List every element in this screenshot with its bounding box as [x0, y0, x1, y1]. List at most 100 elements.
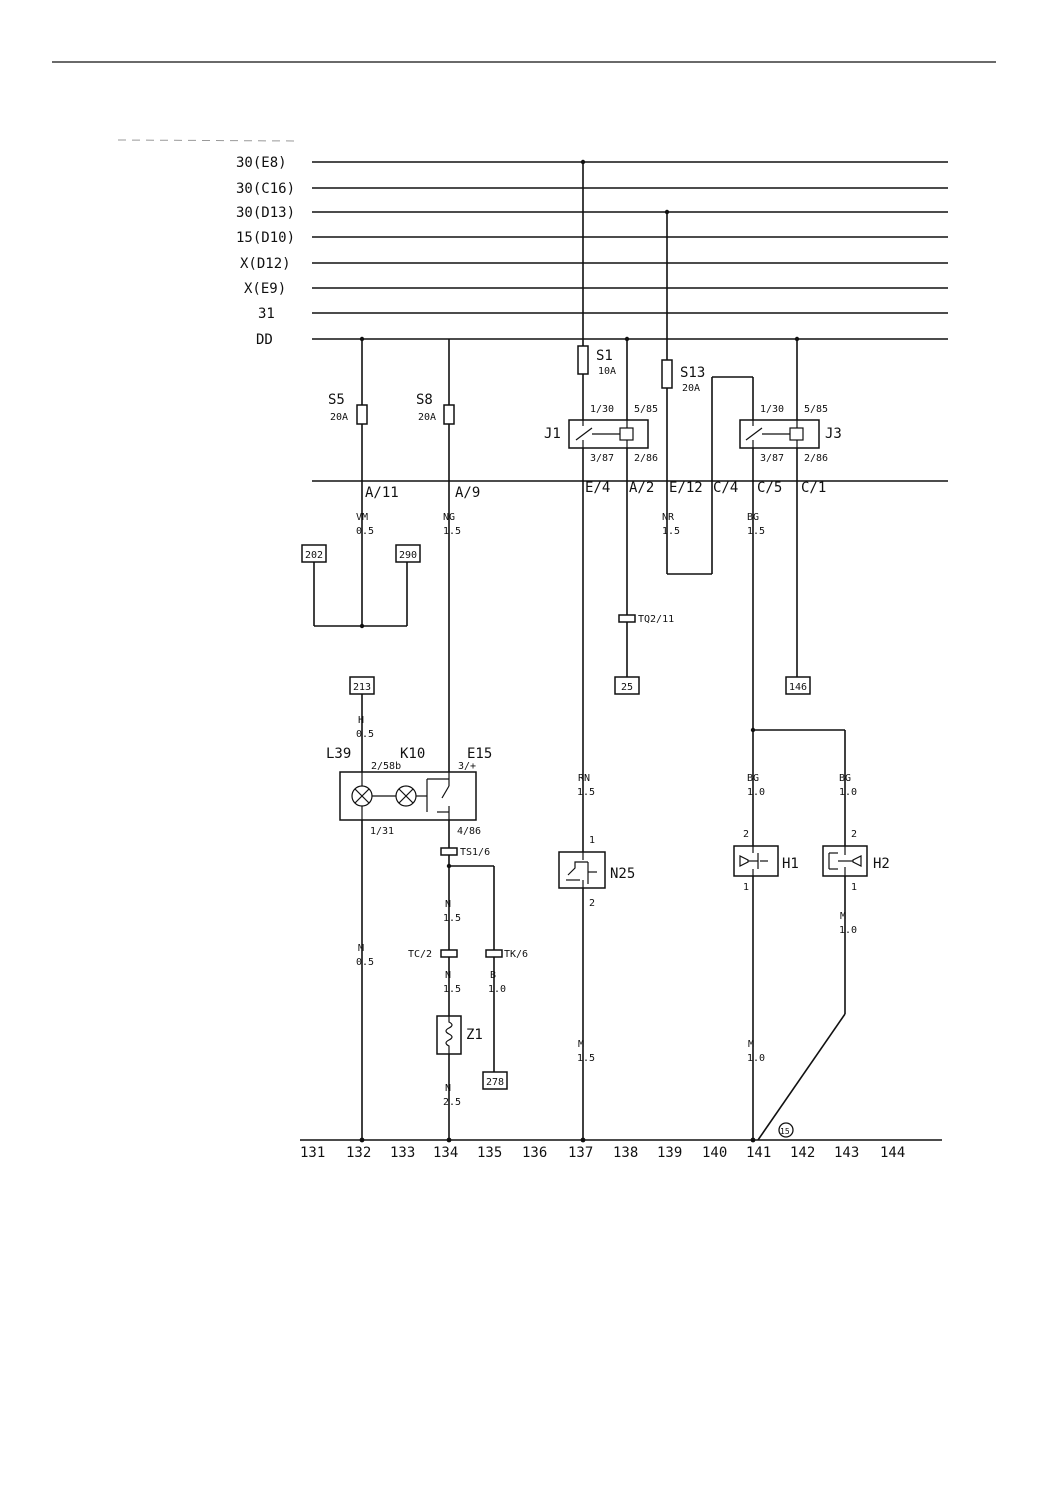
wire-h-color: H: [358, 715, 364, 726]
wire-bg-h2-size: 1.0: [839, 787, 857, 798]
pin-h1-1: 1: [743, 882, 749, 893]
fuse-s1-name: S1: [596, 348, 613, 364]
bus-label-x-d12: X(D12): [240, 256, 291, 272]
horn-icon: [739, 846, 768, 876]
wire-ng-color: NG: [443, 512, 455, 523]
ref-290: 290: [399, 550, 417, 561]
fuse-s8-symbol: [443, 404, 455, 425]
fuse-s8-rating: 20A: [418, 412, 436, 423]
wire-bg-15-color: BG: [747, 512, 759, 523]
wire-n-25-color: N: [445, 1083, 451, 1094]
fuse-s5-symbol: [356, 404, 368, 425]
fuse-branch-s5-s8: [359, 336, 450, 772]
relay-j3-name: J3: [825, 426, 842, 442]
component-k10-name: K10: [400, 746, 425, 762]
connector-a11: A/11: [365, 485, 399, 501]
column-number: 141: [746, 1145, 771, 1161]
wire-b-color: B: [490, 970, 496, 981]
relay-j3-pin-5-85: 5/85: [804, 404, 828, 415]
column-number: 137: [568, 1145, 593, 1161]
ref-box-25: [614, 676, 640, 695]
bus-label-30-d13: 30(D13): [236, 205, 295, 221]
connector-c5: C/5: [757, 480, 782, 496]
relay-j3-pin-1-30: 1/30: [760, 404, 784, 415]
fuse-s13-symbol: [661, 359, 673, 389]
bus-label-30-c16: 30(C16): [236, 181, 295, 197]
wire-nr-color: NR: [662, 512, 675, 523]
terminal-tk-6: TK/6: [504, 949, 528, 960]
pin-l39-1-31: 1/31: [370, 826, 394, 837]
pin-h2-1: 1: [851, 882, 857, 893]
ref-box-278: [482, 1071, 508, 1090]
wire-rn-color: RN: [578, 773, 590, 784]
column-number: 142: [790, 1145, 815, 1161]
connector-e12: E/12: [669, 480, 703, 496]
sensor-n25-box: [558, 851, 606, 889]
column-number: 132: [346, 1145, 371, 1161]
connector-a9: A/9: [455, 485, 480, 501]
relay-icon: [575, 420, 634, 448]
ground-point-icon: [778, 1122, 794, 1138]
fuse-s1-rating: 10A: [598, 366, 616, 377]
pin-h1-2: 2: [743, 829, 749, 840]
ref-box-290: [395, 544, 421, 563]
ref-box-146: [785, 676, 811, 695]
ground-point-number: 15: [780, 1127, 790, 1136]
relay-j1-name: J1: [544, 426, 561, 442]
wire-m-h1-size: 1.0: [747, 1053, 765, 1064]
fuse-branch-s13: [664, 209, 754, 575]
wire-m-15-color: M: [578, 1039, 584, 1050]
pin-l39-2-58b: 2/58b: [371, 761, 401, 772]
relay-j1-pin-2-86: 2/86: [634, 453, 658, 464]
column-number: 135: [477, 1145, 502, 1161]
connector-a2: A/2: [629, 480, 654, 496]
column-number: 134: [433, 1145, 458, 1161]
fuse-s5-rating: 20A: [330, 412, 348, 423]
wire-bg-h1-size: 1.0: [747, 787, 765, 798]
wire-n-15a-size: 1.5: [443, 913, 461, 924]
bus-lines: [312, 161, 948, 340]
horn-icon: [828, 846, 862, 876]
wire-vm-color: VM: [356, 512, 368, 523]
wire-rn-size: 1.5: [577, 787, 595, 798]
ref-box-202: [301, 544, 327, 563]
component-l39-name: L39: [326, 746, 351, 762]
wire-n-25-size: 2.5: [443, 1097, 461, 1108]
bus-label-30-e8: 30(E8): [236, 155, 287, 171]
pin-e15-4-86: 4/86: [457, 826, 481, 837]
fuse-s13-name: S13: [680, 365, 705, 381]
component-e15-name: E15: [467, 746, 492, 762]
relay-j1-pin-3-87: 3/87: [590, 453, 614, 464]
fuse-s1-symbol: [577, 345, 589, 375]
fuse-s8-name: S8: [416, 392, 433, 408]
bus-label-15-d10: 15(D10): [236, 230, 295, 246]
wire-m-h2-color: M: [840, 911, 846, 922]
column-number: 143: [834, 1145, 859, 1161]
heater-icon: [445, 1016, 453, 1054]
connector-c4: C/4: [713, 480, 738, 496]
wire-n-15a-color: N: [445, 899, 451, 910]
column-number: 138: [613, 1145, 638, 1161]
ref-278: 278: [486, 1077, 504, 1088]
wire-m-05-color: M: [358, 943, 364, 954]
column-number: 133: [390, 1145, 415, 1161]
fuse-s5-name: S5: [328, 392, 345, 408]
pin-n25-1: 1: [589, 835, 595, 846]
wire-b-size: 1.0: [488, 984, 506, 995]
column-number: 139: [657, 1145, 682, 1161]
ref-bracket-202-290: [313, 562, 408, 629]
column-numbers: 131 132 133 134 135 136 137 138 139 140 …: [300, 1145, 905, 1161]
column-number: 131: [300, 1145, 325, 1161]
terminal-tq2-11: TQ2/11: [638, 614, 674, 625]
wire-m-h2-size: 1.0: [839, 925, 857, 936]
switch-icon: [361, 772, 450, 820]
wire-m-h1-color: M: [748, 1039, 754, 1050]
connector-c1: C/1: [801, 480, 826, 496]
component-h2-name: H2: [873, 856, 890, 872]
pin-n25-2: 2: [589, 898, 595, 909]
relay-j1-pin-1-30: 1/30: [590, 404, 614, 415]
wire-vm-size: 0.5: [356, 526, 374, 537]
lamp-switch-block: [339, 771, 477, 821]
column-number: 136: [522, 1145, 547, 1161]
